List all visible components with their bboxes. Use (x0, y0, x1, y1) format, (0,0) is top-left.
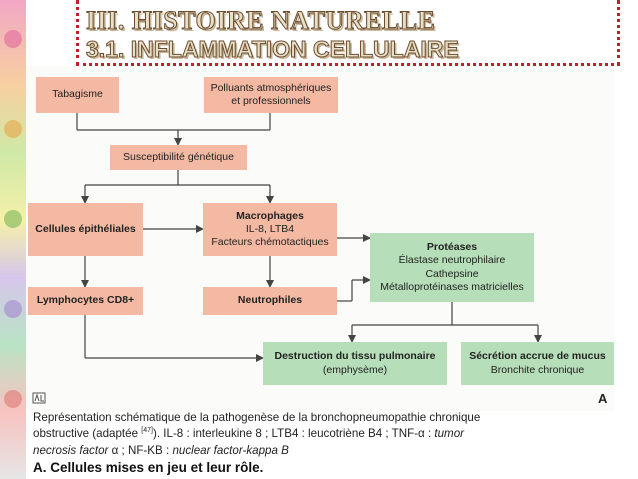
caption-text: obstructive (adaptée (33, 427, 142, 441)
node-susceptibilite-genetique: Susceptibilité génétique (110, 145, 247, 170)
node-label: Cellules épithéliales (35, 222, 136, 235)
title-frame (76, 0, 620, 66)
node-label: Bronchite chronique (490, 363, 585, 376)
node-label: (emphysème) (322, 363, 388, 376)
node-label: Métalloprotéinases matricielles (380, 280, 524, 293)
node-label: Élastase neutrophilaire (398, 254, 506, 267)
node-neutrophiles: Neutrophiles (203, 287, 337, 315)
caption-text: α ; NF-KB : (108, 443, 173, 457)
node-macrophages: Macrophages IL-8, LTB4 Facteurs chémotac… (203, 203, 337, 256)
node-secretion-mucus: Sécrétion accrue de mucus Bronchite chro… (461, 342, 614, 385)
caption-reference: [47] (141, 427, 153, 435)
node-polluants: Polluants atmosphériques et professionne… (204, 77, 338, 113)
node-lymphocytes-cd8: Lymphocytes CD8+ (28, 287, 143, 315)
node-label: Polluants atmosphériques (210, 81, 332, 94)
node-title: Destruction du tissu pulmonaire (274, 350, 436, 363)
decor-dot (4, 390, 22, 408)
node-label: et professionnels (231, 95, 311, 107)
caption-text: Représentation schématique de la pathoge… (33, 411, 481, 424)
node-proteases: Protéases Élastase neutrophilaire Cathep… (370, 233, 534, 302)
node-label: Susceptibilité génétique (123, 150, 234, 163)
decor-dot (4, 120, 22, 138)
node-label: Facteurs chémotactiques (211, 236, 329, 249)
slide-subtitle: 3.1. INFLAMMATION CELLULAIRE (86, 36, 460, 63)
decor-dot (4, 30, 22, 48)
caption-text-italic: tumor (434, 427, 465, 441)
node-cellules-epitheliales: Cellules épithéliales (28, 203, 143, 256)
decor-dot (4, 210, 22, 228)
caption-text-italic: necrosis factor (33, 443, 109, 457)
node-title: Sécrétion accrue de mucus (469, 350, 606, 363)
decor-dot (4, 300, 22, 318)
node-title: Macrophages (236, 209, 304, 222)
caption-text-italic: nuclear factor-kappa B (172, 443, 289, 457)
caption-text: ). IL-8 : interleukine 8 ; LTB4 : leucot… (152, 427, 435, 441)
section-label: A. Cellules mises en jeu et leur rôle. (33, 460, 264, 475)
node-label: Tabagisme (52, 88, 103, 101)
slide-title: III. HISTOIRE NATURELLE (85, 6, 436, 36)
node-tabagisme: Tabagisme (36, 77, 119, 113)
node-label: IL-8, LTB4 (245, 222, 295, 235)
figure-caption: Représentation schématique de la pathoge… (33, 410, 613, 459)
decorative-side-strip (0, 0, 26, 479)
node-label: Neutrophiles (237, 294, 303, 307)
node-label: Lymphocytes CD8+ (36, 294, 135, 307)
node-destruction-tissu: Destruction du tissu pulmonaire (emphysè… (263, 342, 447, 385)
node-label: Cathepsine (425, 267, 479, 280)
publisher-logo-icon (32, 392, 46, 404)
node-title: Protéases (426, 241, 478, 254)
panel-letter: A (598, 391, 608, 406)
